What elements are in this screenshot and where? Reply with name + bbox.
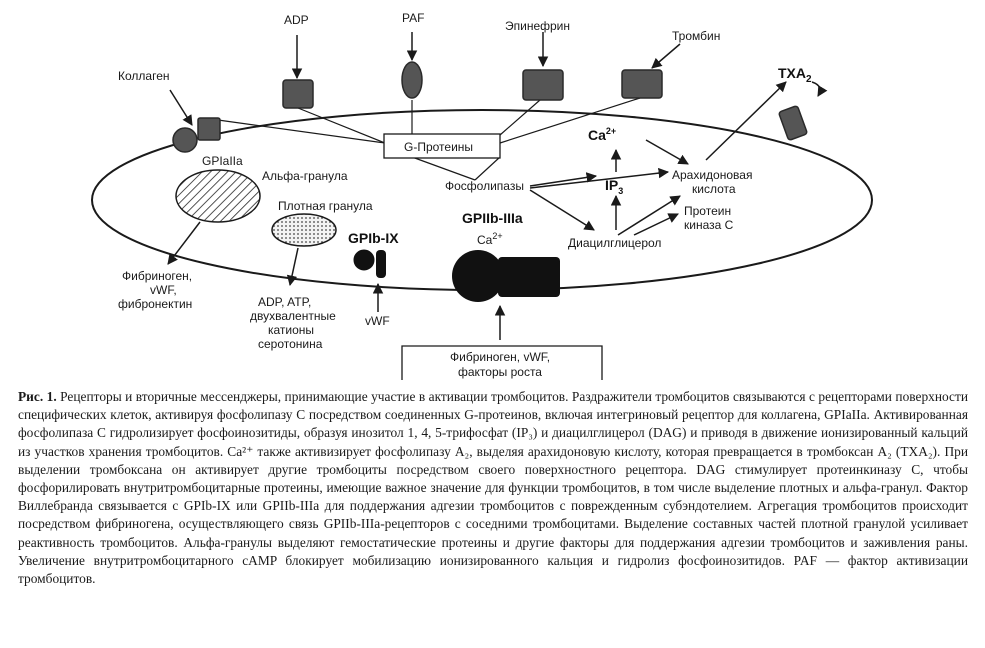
fibrinogen-box <box>401 345 603 380</box>
adp-label: ADP <box>284 13 309 27</box>
gpiib-iiia-receptor-round <box>452 250 504 302</box>
g-protein-links <box>217 97 641 181</box>
arachidonic-label-1: Арахидоновая <box>672 168 752 182</box>
collagen-label: Коллаген <box>118 69 170 83</box>
dense-granule <box>271 213 337 247</box>
gpib-ix-receptor-round <box>353 249 375 271</box>
g-proteins-label: G-Протеины <box>404 140 473 154</box>
paf-receptor <box>401 61 423 99</box>
gpib-ix-receptor-bar <box>376 250 386 278</box>
dense-granule-label: Плотная гранула <box>278 199 373 213</box>
fibrinogen-box-label-2: факторы роста <box>458 365 542 379</box>
figure-caption: Рис. 1. Рецепторы и вторичные мессенджер… <box>18 388 968 588</box>
dense-output-label-3: катионы <box>268 323 314 337</box>
gpiib-iiia-receptor-block <box>498 257 560 297</box>
gpib-ix-label: GPIb-IX <box>348 230 399 246</box>
protein-kinase-label-1: Протеин <box>684 204 731 218</box>
arachidonic-label-2: кислота <box>692 182 736 196</box>
fibrinogen-box-label-1: Фибриноген, vWF, <box>450 350 550 364</box>
alpha-granule <box>175 169 261 223</box>
alpha-output-label-2: vWF, <box>150 283 177 297</box>
adp-receptor <box>282 79 314 109</box>
paf-label: PAF <box>402 11 424 25</box>
calcium-label: Ca2+ <box>588 126 616 143</box>
thrombin-receptor <box>621 69 663 99</box>
txa2-label: TXA2 <box>778 65 812 85</box>
diacylglycerol-label: Диацилглицерол <box>568 236 661 250</box>
alpha-output-label-3: фибронектин <box>118 297 192 311</box>
alpha-output-label-1: Фибриноген, <box>122 269 192 283</box>
g-proteins-box <box>383 133 501 159</box>
thrombin-label: Тромбин <box>672 29 720 43</box>
gpiaiia-receptor-square <box>197 117 221 141</box>
phospholipases-label: Фосфолипазы <box>445 179 524 193</box>
txa2-receptor <box>778 105 808 141</box>
calcium-binding-label: Ca2+ <box>477 231 503 247</box>
caption-text: Рецепторы и вторичные мессенджеры, прини… <box>18 389 968 587</box>
dense-output-label-2: двухвалентные <box>250 309 336 323</box>
vwf-label: vWF <box>365 314 390 328</box>
alpha-granule-label: Альфа-гранула <box>262 169 348 183</box>
gpiib-iiia-label: GPIIb-IIIa <box>462 210 523 226</box>
protein-kinase-label-2: киназа С <box>684 218 734 232</box>
platelet-activation-diagram: ADP PAF Эпинефрин Тромбин TXA2 Коллаген … <box>91 11 873 380</box>
caption-label: Рис. 1. <box>18 389 57 404</box>
epinephrine-receptor <box>522 69 564 101</box>
dense-output-label-1: ADP, ATP, <box>258 295 311 309</box>
gpiaiia-label: GPIaIIa <box>202 154 243 168</box>
gpiaiia-receptor-round <box>172 127 198 153</box>
epinephrine-label: Эпинефрин <box>505 19 570 33</box>
dense-output-label-4: серотонина <box>258 337 323 351</box>
ip3-label: IP3 <box>605 177 623 196</box>
